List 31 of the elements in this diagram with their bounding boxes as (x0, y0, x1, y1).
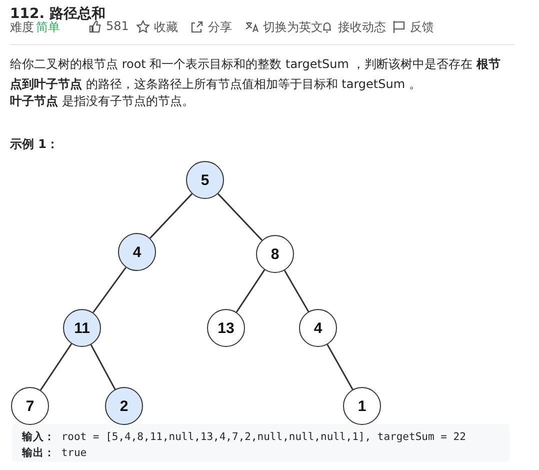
subscribe-link: 接收动态 (338, 19, 386, 36)
tree-node: 7 (11, 387, 49, 425)
output-line: 输出： true (22, 446, 87, 460)
difficulty-label: 难度 (10, 19, 34, 36)
tree-node: 8 (256, 235, 294, 273)
tree-edge (284, 270, 310, 312)
feedback-link: 反馈 (410, 19, 434, 36)
tree-node: 11 (63, 309, 101, 347)
tree-node: 4 (299, 309, 337, 347)
translate-link: 切换为英文 (263, 19, 323, 36)
tree-edge (236, 269, 266, 313)
like-count: 581 (106, 19, 129, 33)
tree-edge (326, 344, 354, 390)
tree-node: 1 (343, 387, 381, 425)
difficulty-value: 简单 (36, 20, 60, 36)
tree-edge (92, 266, 126, 314)
page-title: 112. 路径总和 (10, 5, 106, 22)
tree-node: 13 (207, 309, 245, 347)
tree-node: 2 (105, 387, 143, 425)
input-line: 输入： root = [5,4,8,11,null,13,4,7,2,null,null,null,1], targetSum = 22 (22, 430, 466, 444)
tree-edge (90, 344, 116, 390)
tree-edge (150, 193, 192, 239)
example-heading: 示例 1： (10, 136, 59, 153)
description-paragraph: 给你二叉树的根节点 root 和一个表示目标和的整数 targetSum ，判断该树中是否存在 根节点到叶子节点 的路径，这条路径上所有节点值相加等于目标和 targetSum 。 (10, 56, 502, 93)
share-link: 分享 (208, 19, 232, 36)
definition-text: 叶子节点 是指没有子节点的节点。 (10, 93, 194, 110)
favorite-link: 收藏 (154, 19, 178, 36)
tree-node: 4 (118, 233, 156, 271)
tree-node: 5 (186, 161, 224, 199)
tree-edge (40, 343, 72, 391)
tree-edge (218, 193, 262, 241)
